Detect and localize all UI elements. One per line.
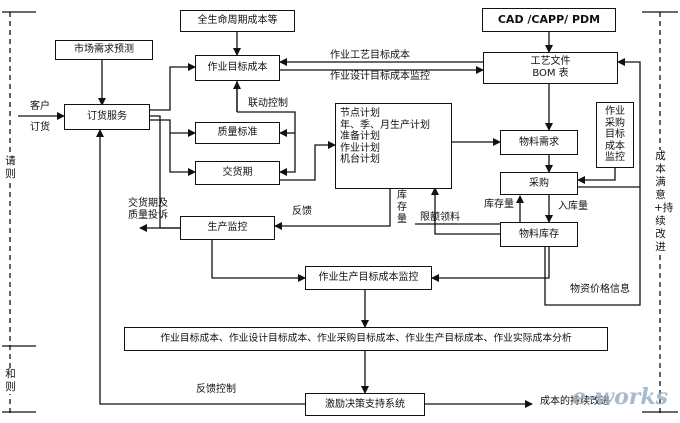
purchase-box: 采购 bbox=[500, 172, 578, 195]
process-target-cost-label: 作业工艺目标成本 bbox=[330, 50, 410, 61]
order-to-quality-arrow bbox=[150, 119, 196, 137]
order-to-target-arrow bbox=[150, 63, 196, 111]
limit-picking-label: 限额领料 bbox=[420, 212, 460, 223]
customer-label: 客户 bbox=[30, 101, 50, 112]
monitor-to-cost-arrow bbox=[211, 238, 306, 282]
material-demand-box: 物料需求 bbox=[500, 130, 578, 155]
cad-capp-pdm-box: CAD /CAPP/ PDM bbox=[482, 8, 616, 32]
plan-line: 节点计划 bbox=[340, 108, 380, 119]
stock-qty-label-a: 库 存 量 bbox=[397, 190, 407, 225]
design-target-cost-label: 作业设计目标成本监控 bbox=[330, 71, 430, 82]
feedback-control-arrow bbox=[96, 129, 305, 405]
process-file-box: 工艺文件 BOM 表 bbox=[483, 52, 618, 84]
lifecycle-cost-box: 全生命周期成本等 bbox=[180, 10, 295, 32]
order-to-monitor-arrow bbox=[150, 115, 180, 229]
target-cost-box: 作业目标成本 bbox=[195, 55, 280, 81]
plan-line: 年、季、月生产计划 bbox=[340, 119, 430, 131]
production-cost-monitor-box: 作业生产目标成本监控 bbox=[305, 266, 432, 290]
stock-qty-label-b: 库存量 bbox=[484, 199, 514, 210]
plan-feedback-arrow bbox=[274, 188, 391, 230]
plan-line: 机台计划 bbox=[340, 154, 380, 165]
material-stock-box: 物料库存 bbox=[500, 222, 578, 247]
production-monitor-box: 生产监控 bbox=[180, 216, 275, 240]
purchase-target-arrow bbox=[577, 168, 616, 184]
left-top-side-label: 请则 bbox=[4, 155, 17, 181]
inbound-qty-label: 入库量 bbox=[558, 201, 588, 212]
plan-lines: 节点计划年、季、月生产计划准备计划作业计划机台计划 bbox=[340, 108, 430, 166]
decision-support-box: 激励决策支持系统 bbox=[305, 393, 425, 416]
delivery-quality-label: 交货期及 质量投诉 bbox=[128, 198, 168, 221]
order-service-box: 订货服务 bbox=[64, 104, 150, 130]
feedback-label: 反馈 bbox=[292, 206, 312, 217]
price-arrow bbox=[544, 187, 641, 306]
right-side-label: 成本满意+持续改进 bbox=[654, 150, 674, 254]
continuous-improve-label: 成本的持续改进 bbox=[540, 396, 610, 407]
stock-to-cost-monitor bbox=[431, 245, 550, 282]
delivery-period-box: 交货期 bbox=[195, 161, 280, 185]
feedback-control-label: 反馈控制 bbox=[196, 384, 236, 395]
left-bottom-side-label: 和则 bbox=[4, 368, 17, 394]
order-label: 订货 bbox=[30, 122, 50, 133]
e-works-watermark: e-works bbox=[572, 384, 668, 410]
plan-line: 准备计划 bbox=[340, 131, 380, 142]
linkage-control-label: 联动控制 bbox=[248, 98, 288, 109]
linkage-loop bbox=[237, 111, 296, 176]
plan-box: 节点计划年、季、月生产计划准备计划作业计划机台计划 bbox=[335, 103, 452, 189]
plan-line: 作业计划 bbox=[340, 142, 380, 154]
delivery-to-plan-arrow bbox=[280, 141, 336, 181]
cost-analysis-box: 作业目标成本、作业设计目标成本、作业采购目标成本、作业生产目标成本、作业实际成本… bbox=[124, 327, 608, 351]
purchase-target-box: 作业 采购 目标 成本 监控 bbox=[596, 102, 634, 168]
quality-standard-box: 质量标准 bbox=[195, 122, 280, 144]
market-forecast-box: 市场需求预测 bbox=[55, 40, 153, 60]
stock-to-plan-arrow bbox=[431, 187, 500, 235]
material-price-label: 物资价格信息 bbox=[570, 284, 630, 295]
purchase-to-right bbox=[578, 58, 641, 188]
order-to-delivery-arrow bbox=[169, 133, 196, 176]
